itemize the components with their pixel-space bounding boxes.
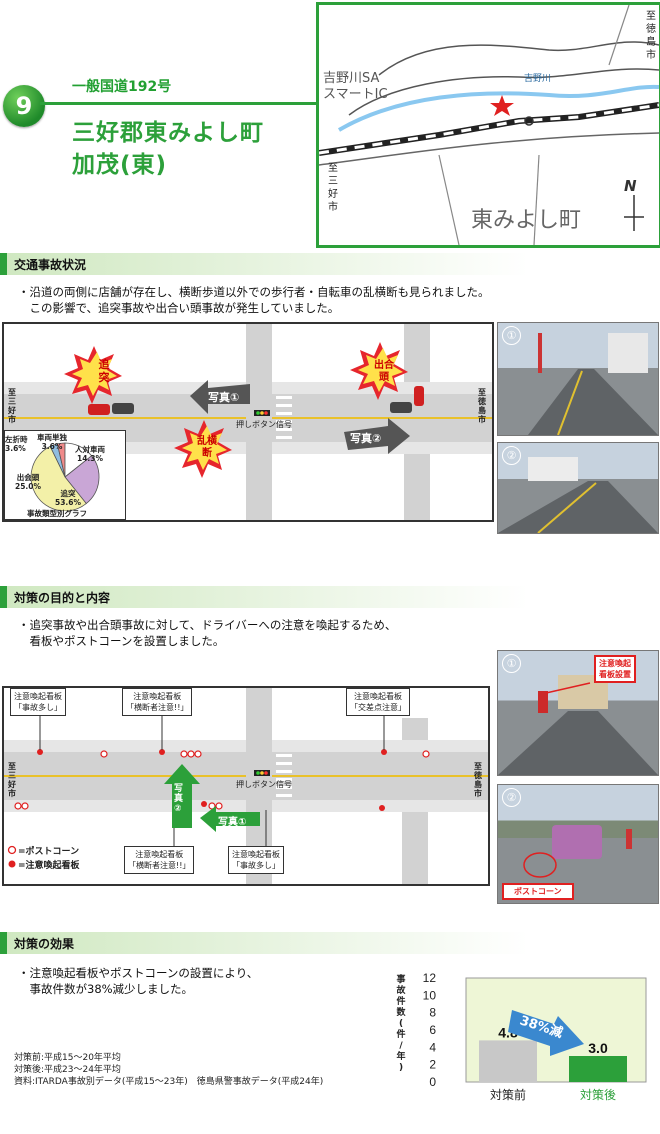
burst-jaywalking: 乱横断 xyxy=(197,436,217,459)
header-rule xyxy=(40,102,317,105)
section-heading-text: 対策の目的と内容 xyxy=(14,591,111,605)
accident-type-pie xyxy=(30,442,100,511)
effect-text-line1: ・注意喚起看板やポストコーンの設置により、 xyxy=(18,966,259,980)
y-tick-label: 12 xyxy=(423,971,437,985)
callout-post-cone: ポストコーン xyxy=(502,883,574,900)
pie-caption: 事故類型別グラフ xyxy=(27,509,87,518)
photo3-number: ① xyxy=(502,654,521,673)
note-after-period: 対策後:平成23～24年平均 xyxy=(14,1065,121,1075)
burst-head-on: 出合頭 xyxy=(374,360,394,383)
photo3-road xyxy=(498,675,658,775)
y-tick-label: 8 xyxy=(429,1006,436,1020)
burst-rear-end: 追突 xyxy=(98,358,110,384)
push-button-signal-label-2: 押しボタン信号 xyxy=(236,780,292,789)
bar-value-label: 3.0 xyxy=(588,1040,608,1056)
location-title-line2: 加茂(東) xyxy=(72,152,168,178)
section-number-badge: 9 xyxy=(3,85,45,127)
effect-text-line2: 事故件数が38%減少しました。 xyxy=(18,982,194,996)
section-mark xyxy=(0,932,7,954)
photo-1-before: ① xyxy=(497,322,659,436)
map-ic-label: スマートIC xyxy=(323,87,388,102)
map-to-miyoshi: 至三好市 xyxy=(328,163,338,213)
map-to-tokushima: 至徳島市 xyxy=(646,11,656,61)
photo2-arrow-green: 写真② xyxy=(174,784,184,814)
y-tick-label: 6 xyxy=(429,1023,436,1037)
location-title-line1: 三好郡東みよし町 xyxy=(72,120,264,146)
y-tick-label: 0 xyxy=(429,1075,436,1089)
sign-top-accidents: 注意喚起看板「事故多し」 xyxy=(10,688,66,716)
bar-0 xyxy=(479,1040,537,1082)
route-name: 一般国道192号 xyxy=(72,79,172,95)
photo1-arrow: 写真① xyxy=(208,391,240,404)
sign-bottom-accidents: 注意喚起看板「事故多し」 xyxy=(228,846,284,874)
callout-sign-installed: 注意喚起看板設置 xyxy=(594,655,636,683)
photo-2-after: ② ポストコーン xyxy=(497,784,659,904)
accident-text-line1: ・沿道の両側に店舗が存在し、横断歩道以外での歩行者・自転車の乱横断も見られました… xyxy=(18,285,490,299)
photo-2-before: ② xyxy=(497,442,659,534)
diagram1-left-end: 至三好市 xyxy=(8,388,16,424)
legend-warning-sign: =注意喚起看板 xyxy=(18,861,80,871)
y-tick-label: 10 xyxy=(423,988,437,1002)
photo4-road xyxy=(523,825,632,878)
accident-text-line2: この影響で、追突事故や出合い頭事故が発生していました。 xyxy=(18,301,340,315)
photo1-arrow-green: 写真① xyxy=(218,817,247,828)
measures-text-line1: ・追突事故や出合頭事故に対して、ドライバーへの注意を喚起するため、 xyxy=(18,618,397,632)
map-drawing xyxy=(319,5,659,245)
section-heading-accident: 交通事故状況 xyxy=(0,253,660,275)
photo2-road xyxy=(498,457,658,533)
road-drawing-1 xyxy=(4,324,492,520)
category-label: 対策前 xyxy=(490,1087,526,1102)
sign-top-intersection: 注意喚起看板「交差点注意」 xyxy=(346,688,410,716)
diagram2-left-end: 至三好市 xyxy=(8,762,16,798)
section-heading-text: 交通事故状況 xyxy=(14,258,87,272)
north-arrow-shaft-icon xyxy=(624,195,644,231)
measures-diagram: 注意喚起看板「事故多し」 注意喚起看板「横断者注意!!」 注意喚起看板「交差点注… xyxy=(2,686,490,886)
note-before-period: 対策前:平成15～20年平均 xyxy=(14,1053,121,1063)
section-heading-measures: 対策の目的と内容 xyxy=(0,586,660,608)
reduction-arrow-icon xyxy=(508,1010,584,1056)
diagram1-right-end: 至徳島市 xyxy=(478,388,486,424)
y-tick-label: 2 xyxy=(429,1058,436,1072)
map-sa-label: 吉野川SA xyxy=(323,71,380,86)
section-mark xyxy=(0,586,7,608)
chart-y-axis-label: 事故件数(件/年) xyxy=(396,975,406,1073)
section-mark xyxy=(0,253,7,275)
location-map: 至徳島市 至三好市 吉野川SA スマートIC 吉野川 東みよし町 N xyxy=(316,2,660,248)
push-button-signal-label: 押しボタン信号 xyxy=(236,420,292,429)
bar-1 xyxy=(569,1056,627,1082)
photo4-number: ② xyxy=(502,788,521,807)
sign-bottom-pedestrian: 注意喚起看板「横断者注意!!」 xyxy=(124,846,195,874)
map-town-label: 東みよし町 xyxy=(471,208,582,233)
category-label: 対策後 xyxy=(580,1088,616,1102)
accident-diagram: 追突 乱横断 出合頭 写真① 写真② 押しボタン信号 至三好市 至徳島市 左折時… xyxy=(2,322,494,522)
road-drawing-2 xyxy=(4,688,488,884)
note-source: 資料:ITARDA事故別データ(平成15～23年) 徳島県警事故データ(平成24… xyxy=(14,1077,324,1087)
photo1-road xyxy=(528,333,658,435)
map-river-label: 吉野川 xyxy=(524,74,552,84)
y-tick-label: 4 xyxy=(429,1040,436,1054)
north-arrow-icon: N xyxy=(624,177,637,195)
section-heading-effect: 対策の効果 xyxy=(0,932,660,954)
photo1-number: ① xyxy=(502,326,521,345)
photo-1-after: ① 注意喚起看板設置 xyxy=(497,650,659,776)
photo2-arrow: 写真② xyxy=(350,432,382,445)
pie-slice-4 xyxy=(30,445,87,511)
legend-post-cone: =ポストコーン xyxy=(18,847,80,857)
diagram2-right-end: 至徳島市 xyxy=(474,762,482,798)
section-heading-text: 対策の効果 xyxy=(14,937,75,951)
measures-text-line2: 看板やポストコーンを設置しました。 xyxy=(18,634,225,648)
photo2-number: ② xyxy=(502,446,521,465)
pie-slice-3 xyxy=(64,455,100,505)
effect-notes: 対策前:平成15～20年平均 対策後:平成23～24年平均 資料:ITARDA事… xyxy=(14,1052,323,1088)
sign-top-pedestrian: 注意喚起看板「横断者注意!!」 xyxy=(122,688,193,716)
